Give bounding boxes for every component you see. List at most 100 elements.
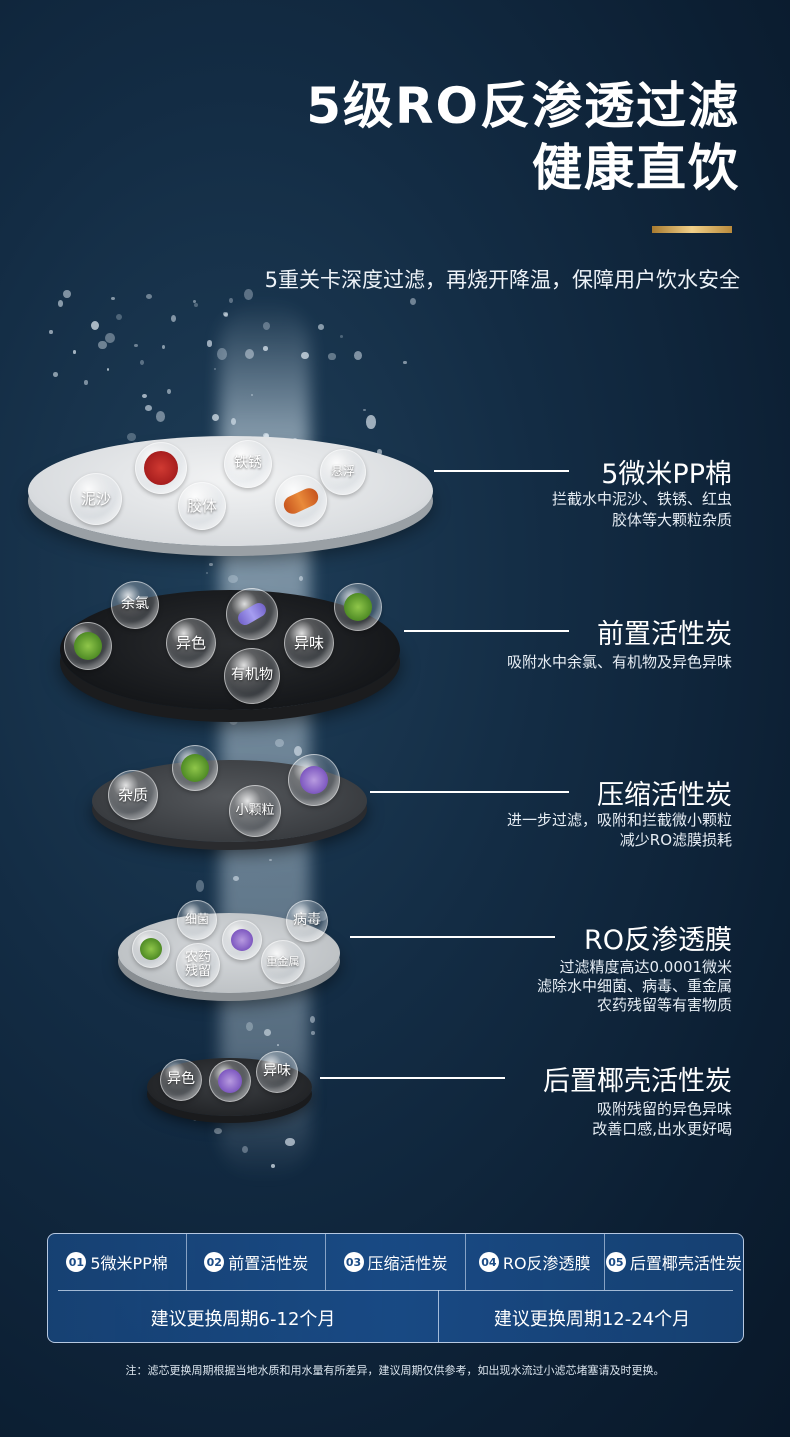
bubble-rust: 铁锈 [224,440,272,488]
water-drop [195,880,204,892]
water-drop [340,335,344,339]
bubble-virus-text: 病毒 [286,900,328,942]
water-drop [145,405,152,412]
gold-divider [652,226,732,233]
water-drop [353,351,362,361]
virus-icon [344,593,372,621]
water-drop [230,418,237,426]
water-drop [90,320,99,330]
filter-num-5: 05 [605,1252,626,1272]
bubble-color: 异色 [166,618,216,668]
filter-label-5: 后置椰壳活性炭 [629,1254,742,1273]
water-drop [285,1137,295,1146]
stage-title-pre-carbon: 前置活性炭 [597,619,732,650]
water-drop [140,359,145,365]
stage-desc-pp-1: 拦截水中泥沙、铁锈、红虫 [551,490,732,508]
water-drop [161,344,166,350]
water-drop [83,380,88,385]
water-drop [242,1145,249,1153]
water-drop [63,289,71,299]
table-horizontal-divider [58,1290,733,1291]
filter-num-1: 01 [66,1252,87,1272]
bubble-bacteria-4 [209,1060,251,1102]
bubble-bacteria-2 [288,754,340,806]
particle-icon [280,485,322,517]
period-last-two: 建议更换周期12-24个月 [493,1308,691,1330]
filter-label-3: 压缩活性炭 [367,1254,448,1273]
bacteria-icon [235,600,269,628]
virus-icon [74,632,102,660]
period-row: 建议更换周期6-12个月 建议更换周期12-24个月 [48,1291,743,1342]
water-drop [276,1044,279,1047]
water-drop [217,347,228,360]
water-drop [250,393,253,397]
water-drop [110,296,116,301]
stage-title-pp: 5微米PP棉 [601,459,732,490]
water-drop [53,372,59,378]
bacteria-icon [218,1069,242,1093]
leader-line-5 [320,1077,505,1079]
leader-line-4 [350,936,555,938]
bubble-bacteria-1 [226,588,278,640]
bubble-impurity: 杂质 [108,770,158,820]
filter-label-2: 前置活性炭 [228,1254,309,1273]
water-drop [294,746,303,757]
water-drop [299,575,304,581]
stage-title-ro: RO反渗透膜 [583,925,732,956]
water-stream [220,300,310,1180]
water-drop [270,1164,275,1168]
leader-line-3 [370,791,569,793]
water-drop [224,312,229,317]
water-drop [192,1116,197,1122]
water-drop [245,1021,254,1032]
stage-desc-compressed-1: 进一步过滤，吸附和拦截微小颗粒 [506,811,732,829]
water-drop [73,350,77,354]
water-drop [310,1016,316,1024]
water-drop [301,538,308,547]
bubble-small-particle: 小颗粒 [229,785,281,837]
bubble-pesticide: 农药 残留 [176,943,220,987]
bubble-colloid: 胶体 [178,482,226,530]
bubble-chlorine: 余氯 [111,581,159,629]
stage-desc-ro-2: 滤除水中细菌、病毒、重金属 [536,977,732,995]
water-drop [98,341,107,350]
bubble-particle [275,475,327,527]
virus-icon [140,938,162,960]
water-drop [366,415,376,429]
water-drop [104,332,115,344]
water-drop [328,353,336,360]
water-drop [134,343,139,347]
page-title-line1: 5级RO反渗透过滤 [306,77,740,135]
stage-desc-pp-2: 胶体等大颗粒杂质 [611,511,732,529]
water-drop [263,433,269,439]
period-first-three: 建议更换周期6-12个月 [150,1308,336,1330]
water-drop [206,340,213,347]
water-drop [193,302,198,307]
water-drop [166,388,172,394]
filter-num-2: 02 [204,1252,225,1272]
water-drop [300,351,309,360]
filter-num-3: 03 [343,1252,364,1272]
bubble-odor-2: 异味 [256,1051,298,1093]
red-worm-icon [144,451,178,485]
water-drop [363,408,366,412]
water-drop [58,300,64,307]
water-drop [127,432,136,441]
water-drop [275,738,285,748]
water-drop [214,367,217,371]
table-vertical-divider [438,1290,439,1342]
bubble-bacteria-3 [222,920,262,960]
bacteria-icon [231,929,253,951]
water-drop [106,367,110,372]
water-drop [229,298,234,303]
water-drop [264,1029,272,1036]
water-drop [232,876,239,882]
bubble-virus-2 [64,622,112,670]
bubble-color-2: 异色 [160,1059,202,1101]
stage-desc-post-carbon-1: 吸附残留的异色异味 [596,1100,732,1118]
stage-desc-compressed-2: 减少RO滤膜损耗 [619,831,732,849]
